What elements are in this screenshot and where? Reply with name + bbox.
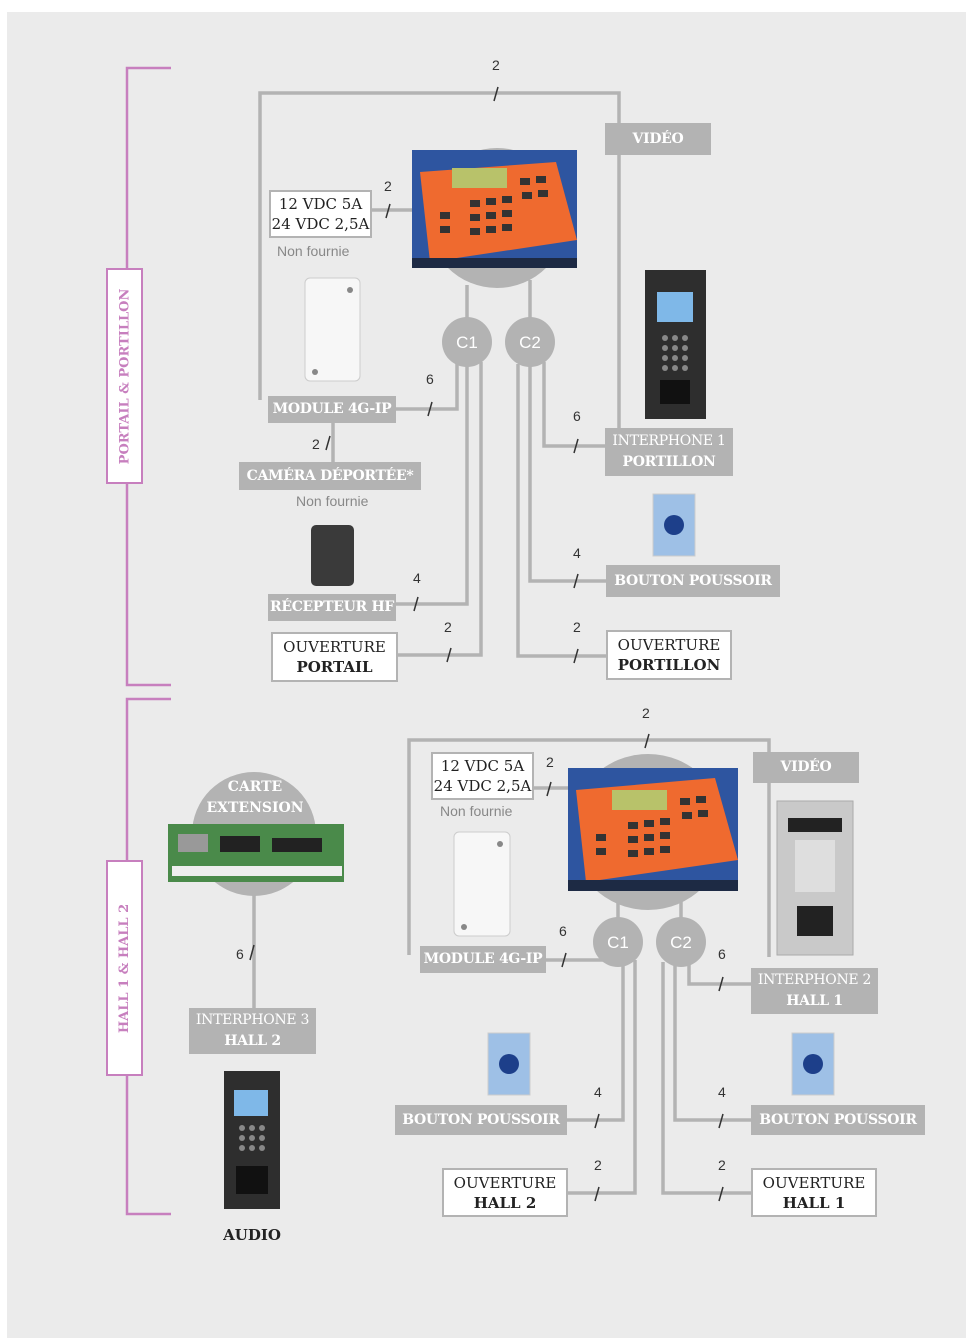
power-note-top: Non fournie xyxy=(277,243,350,259)
carte-line2: EXTENSION xyxy=(206,800,304,816)
wire-count: 6 xyxy=(718,946,726,962)
connector-c2-bottom xyxy=(656,917,706,967)
c2-label-bottom: C2 xyxy=(670,933,692,952)
interphone2-label: INTERPHONE 2 HALL 1 xyxy=(751,968,878,1014)
video-label-top: VIDÉO xyxy=(605,123,711,155)
interphone1-line2: PORTILLON xyxy=(622,454,716,470)
interphone3-line1: INTERPHONE 3 xyxy=(195,1012,310,1028)
wire-portillon xyxy=(516,364,608,658)
module-label-bottom: MODULE 4G-IP xyxy=(420,946,546,973)
wire-module-top xyxy=(394,360,459,411)
wire-hall1 xyxy=(661,962,752,1195)
wire-count: 2 xyxy=(573,619,581,635)
ouverture-portillon-line1: OUVERTURE xyxy=(617,636,721,654)
wire-bouton-right xyxy=(673,962,752,1122)
wire-interphone1 xyxy=(542,362,608,448)
interphone-2-device xyxy=(776,800,854,956)
wire-portail xyxy=(397,362,483,657)
power-box-top: 12 VDC 5A 24 VDC 2,5A xyxy=(269,190,372,238)
recepteur-label: RÉCEPTEUR HF xyxy=(268,594,396,621)
wire-video-top xyxy=(258,91,621,440)
connector-c2-top xyxy=(505,317,555,367)
ouverture-portillon-line2: PORTILLON xyxy=(617,656,721,674)
wire-count: 4 xyxy=(594,1084,602,1100)
wire-count: 6 xyxy=(426,371,434,387)
wire-count: 2 xyxy=(718,1157,726,1173)
push-button-device-bottom-right xyxy=(791,1032,835,1096)
interphone1-label: INTERPHONE 1 PORTILLON xyxy=(605,428,733,476)
ouverture-hall1-line1: OUVERTURE xyxy=(762,1174,866,1192)
power-line2: 24 VDC 2,5A xyxy=(433,777,532,795)
ouverture-portillon-box: OUVERTURE PORTILLON xyxy=(606,630,732,680)
carte-line1: CARTE xyxy=(227,779,283,795)
wire-count: 2 xyxy=(594,1157,602,1173)
ouverture-hall2-line1: OUVERTURE xyxy=(453,1174,557,1192)
central-unit-bottom xyxy=(568,768,738,891)
connector-c1-bottom xyxy=(593,917,643,967)
interphone3-label: INTERPHONE 3 HALL 2 xyxy=(189,1008,316,1054)
wire-bouton-top xyxy=(528,364,608,583)
interphone-1-device xyxy=(645,270,706,419)
audio-label: AUDIO xyxy=(223,1226,281,1244)
wire-bouton-left xyxy=(567,960,625,1122)
wire-hall2 xyxy=(567,960,637,1195)
module-label-top: MODULE 4G-IP xyxy=(268,396,396,423)
c1-label-top: C1 xyxy=(456,333,478,352)
power-line1: 12 VDC 5A xyxy=(278,195,363,213)
wire-count: 2 xyxy=(546,754,554,770)
interphone3-line2: HALL 2 xyxy=(224,1033,281,1049)
wire-count: 2 xyxy=(444,619,452,635)
c1-label-bottom: C1 xyxy=(607,933,629,952)
push-button-device-top xyxy=(652,493,696,557)
ouverture-portail-line1: OUVERTURE xyxy=(283,638,386,656)
wire-count: 4 xyxy=(413,570,421,586)
wire-recepteur xyxy=(394,362,469,606)
power-line2: 24 VDC 2,5A xyxy=(271,215,370,233)
wire-count: 2 xyxy=(312,436,320,452)
power-box-bottom: 12 VDC 5A 24 VDC 2,5A xyxy=(431,752,534,800)
bouton-label-bottom-right: BOUTON POUSSOIR xyxy=(751,1105,925,1135)
module-4g-ip-device-bottom xyxy=(453,831,511,937)
c2-label-top: C2 xyxy=(519,333,541,352)
wire-count: 6 xyxy=(573,408,581,424)
interphone2-line2: HALL 1 xyxy=(786,993,843,1009)
wire-count: 4 xyxy=(573,545,581,561)
bouton-label-top: BOUTON POUSSOIR xyxy=(606,565,780,597)
wire-count: 6 xyxy=(559,923,567,939)
carte-extension-label: CARTE EXTENSION xyxy=(196,777,314,819)
wire-count: 6 xyxy=(236,946,244,962)
hf-receiver-device xyxy=(311,525,354,586)
central-unit-top xyxy=(412,150,577,268)
wire-count: 2 xyxy=(642,705,650,721)
bouton-label-bottom-left: BOUTON POUSSOIR xyxy=(395,1105,567,1135)
section-label-hall: HALL 1 & HALL 2 xyxy=(106,860,143,1076)
power-note-bottom: Non fournie xyxy=(440,803,513,819)
wire-video-bottom xyxy=(407,738,771,957)
wire-count: 4 xyxy=(718,1084,726,1100)
ouverture-hall1-line2: HALL 1 xyxy=(782,1194,846,1212)
ouverture-hall2-line2: HALL 2 xyxy=(473,1194,537,1212)
video-label-bottom: VIDÉO xyxy=(753,752,859,783)
camera-label: CAMÉRA DÉPORTÉE* xyxy=(239,462,421,490)
ouverture-hall2-box: OUVERTURE HALL 2 xyxy=(442,1168,568,1217)
ouverture-portail-line2: PORTAIL xyxy=(296,658,373,676)
wire-interphone2 xyxy=(687,962,752,986)
interphone2-line1: INTERPHONE 2 xyxy=(757,972,872,988)
module-4g-ip-device-top xyxy=(304,277,361,382)
extension-card xyxy=(168,824,344,882)
wire-count: 2 xyxy=(384,178,392,194)
interphone1-line1: INTERPHONE 1 xyxy=(612,433,726,449)
wire-count: 2 xyxy=(492,57,500,73)
camera-note: Non fournie xyxy=(296,493,369,509)
ouverture-hall1-box: OUVERTURE HALL 1 xyxy=(751,1168,877,1217)
connector-c1-top xyxy=(442,317,492,367)
ouverture-portail-box: OUVERTURE PORTAIL xyxy=(271,632,398,682)
push-button-device-bottom-left xyxy=(487,1032,531,1096)
section-label-portail-portillon: PORTAIL & PORTILLON xyxy=(106,268,143,484)
interphone-3-device xyxy=(224,1071,280,1209)
power-line1: 12 VDC 5A xyxy=(440,757,525,775)
